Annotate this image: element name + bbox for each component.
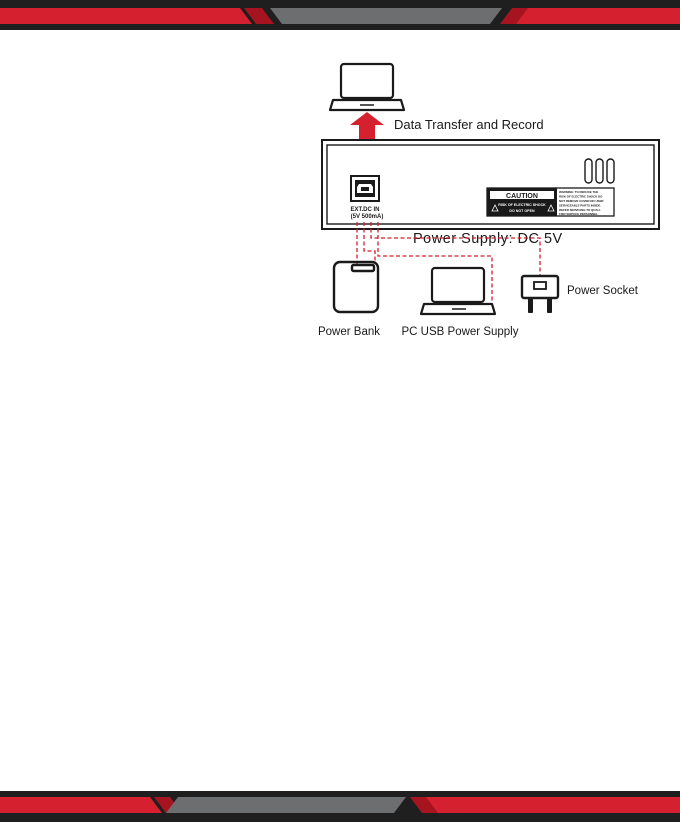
warning-line: REFER SERVICING TO QUALI-: [559, 208, 601, 212]
port-label-line1: EXT.DC IN: [350, 207, 379, 213]
caution-line1: RISK OF ELECTRIC SHOCK: [498, 203, 546, 207]
device-rear-panel: EXT.DC IN (5V 500mA) CAUTION RISK OF ELE…: [321, 139, 660, 230]
header-band: [0, 0, 680, 30]
laptop-icon: [419, 266, 497, 316]
warning-text: WARNING: TO REDUCE THE RISK OF ELECTRIC …: [559, 190, 604, 216]
caution-label: CAUTION RISK OF ELECTRIC SHOCK DO NOT OP…: [486, 187, 615, 217]
usb-b-port-icon: [350, 175, 380, 202]
power-plug-icon: [520, 274, 560, 313]
power-connection-lines: [356, 222, 541, 305]
warning-line: SERVICEABLE PARTS INSIDE.: [559, 204, 601, 208]
warning-line: NOT REMOVE COVER.NO USER: [559, 199, 604, 203]
power-bank-icon: [332, 260, 380, 314]
connection-diagram: Data Transfer and Record EXT.DC IN (5V 5…: [318, 62, 660, 338]
laptop-icon: [328, 62, 406, 112]
pc-usb-label: PC USB Power Supply: [402, 326, 519, 338]
footer-band: [0, 791, 680, 822]
power-socket-label: Power Socket: [567, 285, 639, 297]
caution-line2: DO NOT OPEN: [509, 209, 535, 213]
data-transfer-label: Data Transfer and Record: [394, 117, 544, 132]
power-supply-label: Power Supply: DC 5V: [413, 231, 563, 247]
warning-line: FIED SERVICE PERSONNEL: [559, 212, 598, 216]
caution-title: CAUTION: [506, 193, 538, 200]
port-label-line2: (5V 500mA): [351, 214, 384, 220]
vent-slots: [584, 158, 615, 184]
power-bank-label: Power Bank: [318, 326, 380, 338]
warning-line: RISK OF ELECTRIC SHOCK DO: [559, 195, 603, 199]
warning-line: WARNING: TO REDUCE THE: [559, 190, 598, 194]
